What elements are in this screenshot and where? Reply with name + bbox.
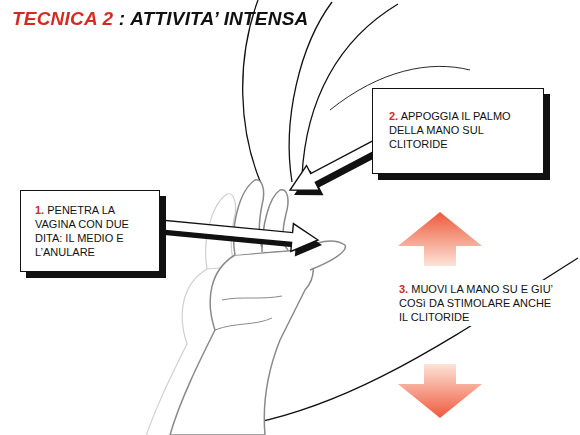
callout-box: 2. APPOGGIA IL PALMO DELLA MANO SUL CLIT… bbox=[372, 88, 544, 174]
step-body: MUOVI LA MANO SU E GIU’ COSì DA STIMOLAR… bbox=[399, 283, 553, 323]
callout-body: APPOGGIA IL PALMO DELLA MANO SUL CLITORI… bbox=[389, 110, 511, 150]
diagram-title: TECNICA 2 : ATTIVITA’ INTENSA bbox=[12, 8, 308, 30]
step-note: 3. MUOVI LA MANO SU E GIU’ COSì DA STIMO… bbox=[396, 280, 562, 326]
hand-palm bbox=[170, 250, 313, 435]
callout-box: 1. PENETRA LA VAGINA CON DUE DITA: IL ME… bbox=[20, 190, 160, 272]
motion-arrow-up bbox=[398, 212, 482, 266]
step-text: 3. MUOVI LA MANO SU E GIU’ COSì DA STIMO… bbox=[399, 282, 559, 324]
callout-body: PENETRA LA VAGINA CON DUE DITA: IL MEDIO… bbox=[35, 204, 129, 258]
callout-number: 2. bbox=[389, 110, 398, 122]
hand-crease bbox=[222, 296, 282, 300]
callout-number: 1. bbox=[35, 204, 44, 216]
hand bbox=[170, 180, 345, 435]
pointer-arrows bbox=[150, 136, 392, 257]
pointer-arrow bbox=[150, 219, 319, 252]
callout-text: 1. PENETRA LA VAGINA CON DUE DITA: IL ME… bbox=[35, 203, 149, 259]
callout-text: 2. APPOGGIA IL PALMO DELLA MANO SUL CLIT… bbox=[389, 109, 531, 151]
motion-arrow-down bbox=[398, 364, 482, 418]
callout-number: 3. bbox=[399, 283, 408, 295]
hand-crease bbox=[215, 318, 272, 330]
body-contours bbox=[225, 0, 578, 428]
